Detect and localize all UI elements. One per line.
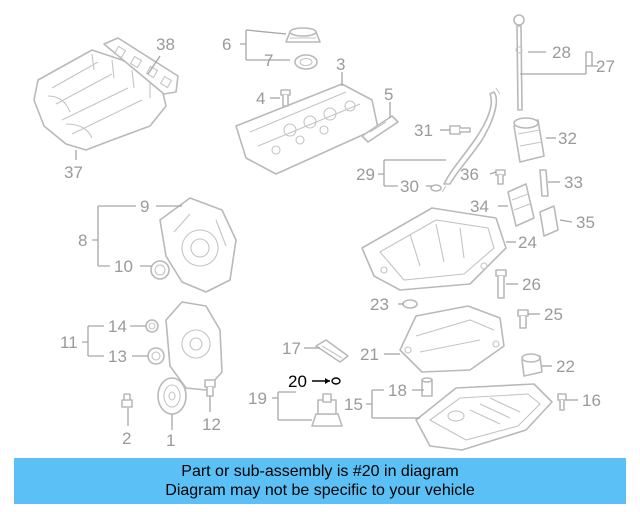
pan-bolt-long-part (495, 269, 507, 299)
filler-cap-seal-part (294, 54, 318, 70)
callout-18: 18 (388, 381, 407, 400)
callout-19: 19 (248, 389, 267, 408)
callout-34: 34 (470, 197, 489, 216)
tube-o-ring-part (430, 184, 442, 192)
oil-filler-cap-part (285, 27, 321, 43)
callout-25: 25 (544, 305, 563, 324)
valve-cover-bolt-part (280, 89, 291, 107)
callout-numbers: 1 2 3 4 5 6 7 8 9 10 11 12 13 14 15 16 1… (60, 35, 615, 450)
highlighted-o-ring-part (331, 377, 341, 385)
callout-14: 14 (108, 317, 127, 336)
timing-cover-lower-part (165, 301, 223, 391)
housing-screw-part (495, 169, 506, 185)
callout-1: 1 (166, 431, 175, 450)
callout-4: 4 (256, 89, 265, 108)
cover-bolt-part (204, 379, 216, 397)
callout-3: 3 (336, 55, 345, 74)
callout-7: 7 (264, 51, 273, 70)
dipstick-part (513, 14, 525, 111)
oil-baffle-part (399, 305, 505, 373)
cover-bracket-part (361, 115, 399, 143)
callout-9: 9 (140, 197, 149, 216)
callout-16: 16 (582, 391, 601, 410)
leader-lines (75, 29, 598, 430)
lower-oil-pan-part (415, 383, 553, 451)
callout-12: 12 (202, 415, 221, 434)
manifold-gasket-part (103, 37, 179, 95)
callout-13: 13 (108, 347, 127, 366)
pan-plug-part (521, 353, 543, 377)
callout-26: 26 (522, 275, 541, 294)
part-info-banner: Part or sub-assembly is #20 in diagram D… (14, 458, 626, 504)
filter-pin-part (539, 169, 549, 197)
callout-24: 24 (518, 233, 537, 252)
callout-5: 5 (384, 85, 393, 104)
callout-21: 21 (360, 345, 379, 364)
pan-o-ring-part (402, 299, 418, 309)
seal-14-part (145, 319, 159, 333)
callout-20-highlighted: 20 (288, 372, 307, 391)
callout-29: 29 (356, 165, 375, 184)
pan-bolt-short-part (517, 309, 529, 329)
callout-31: 31 (414, 121, 433, 140)
callout-38: 38 (156, 35, 175, 54)
callout-23: 23 (370, 295, 389, 314)
oil-level-sensor-part (421, 377, 433, 397)
dipstick-tube-part (441, 87, 501, 193)
oil-filter-part (513, 117, 545, 163)
callout-27: 27 (596, 57, 615, 76)
crank-seal-upper-part (150, 260, 170, 280)
callout-11: 11 (60, 333, 78, 352)
upper-oil-pan-part (361, 207, 507, 291)
callout-30: 30 (400, 177, 419, 196)
housing-gasket-part (539, 205, 559, 237)
highlight-arrowhead (325, 378, 330, 384)
oil-pickup-tube-part (315, 339, 349, 363)
oil-pressure-switch-part (311, 393, 343, 427)
banner-line-1: Part or sub-assembly is #20 in diagram (181, 463, 459, 480)
intake-manifold-part (33, 49, 167, 151)
callout-28: 28 (552, 43, 571, 62)
crankshaft-pulley-part (157, 377, 187, 415)
callout-22: 22 (556, 357, 575, 376)
callout-2: 2 (122, 429, 131, 448)
callout-37: 37 (64, 163, 83, 182)
tube-bolt-part (449, 125, 471, 135)
pulley-bolt-part (121, 393, 133, 408)
callout-32: 32 (558, 129, 577, 148)
callout-15: 15 (344, 395, 363, 414)
drain-plug-part (557, 393, 567, 411)
callout-10: 10 (114, 257, 133, 276)
callout-6: 6 (222, 35, 231, 54)
engine-parts-diagram: 1 2 3 4 5 6 7 8 9 10 11 12 13 14 15 16 1… (33, 14, 615, 451)
filter-housing-part (507, 183, 535, 227)
timing-cover-upper-part (159, 197, 237, 293)
seal-13-part (147, 347, 165, 365)
banner-line-2: Diagram may not be specific to your vehi… (165, 482, 475, 499)
callout-35: 35 (576, 213, 595, 232)
callout-36: 36 (460, 165, 479, 184)
callout-17: 17 (282, 339, 301, 358)
callout-8: 8 (78, 231, 87, 250)
callout-33: 33 (564, 173, 583, 192)
